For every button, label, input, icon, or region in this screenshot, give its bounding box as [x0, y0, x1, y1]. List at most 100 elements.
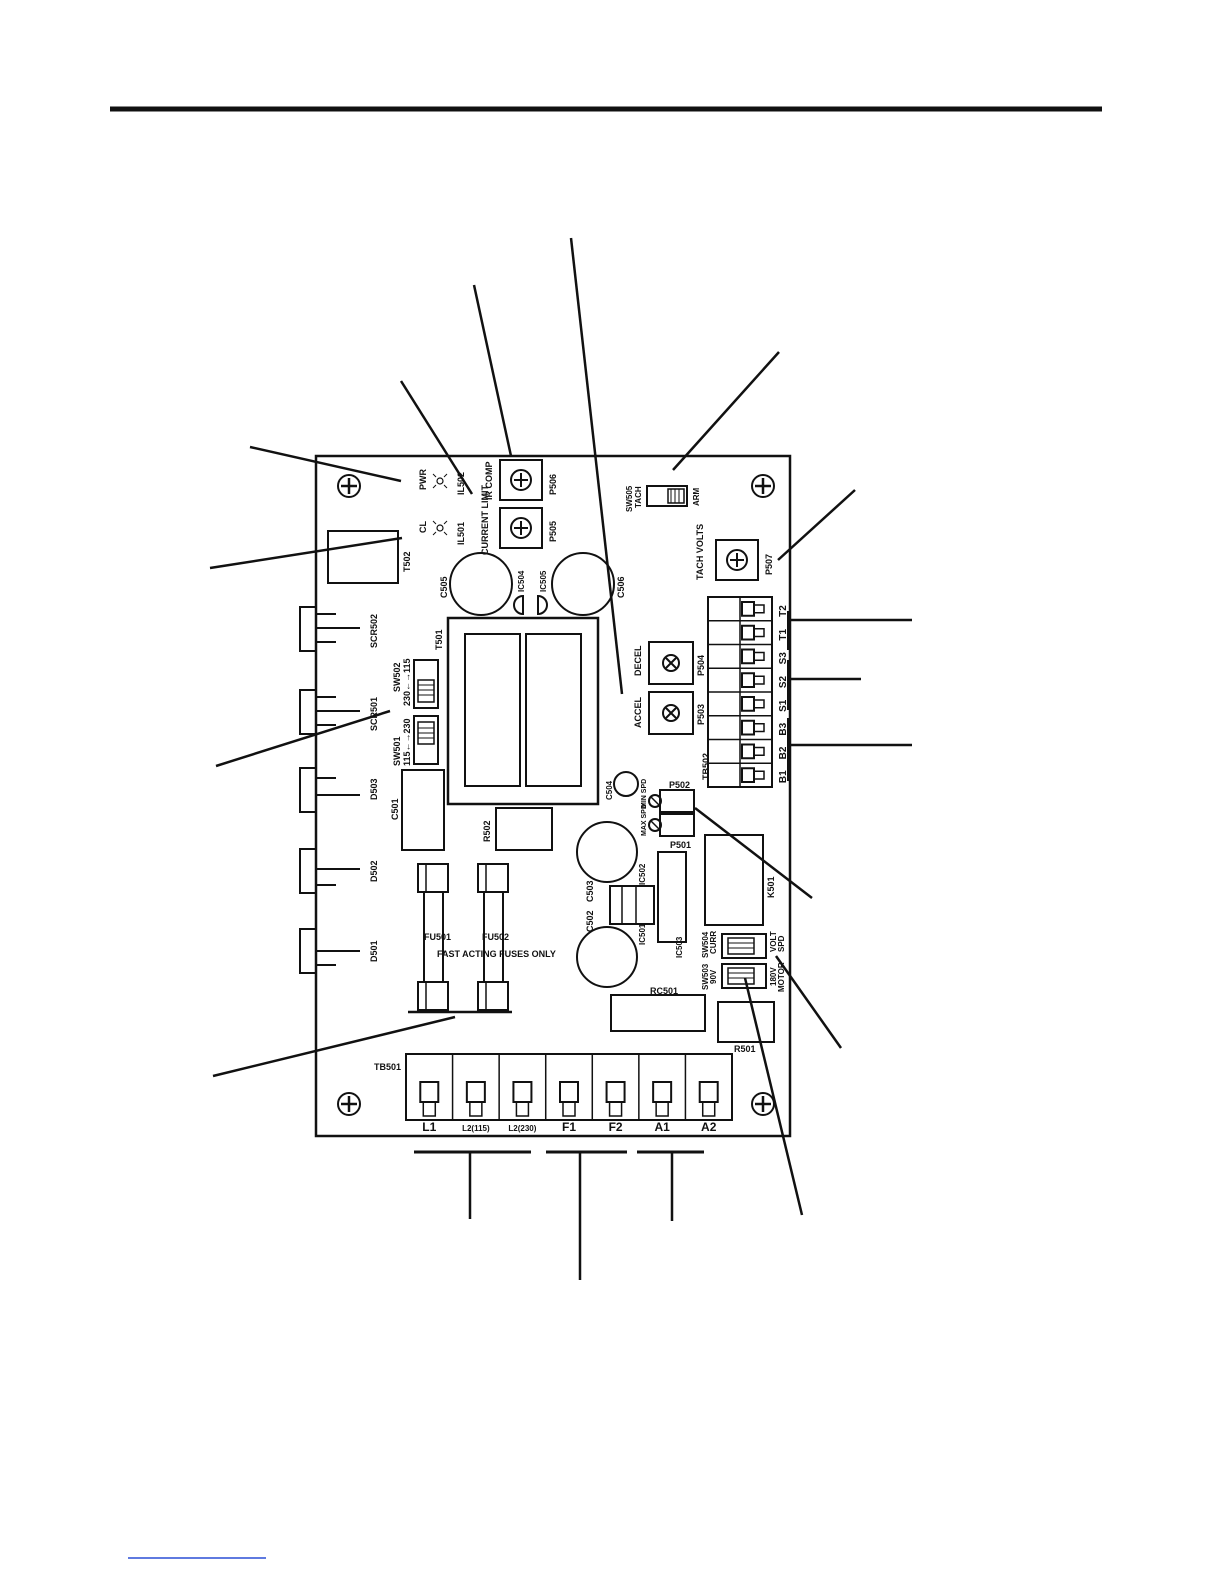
p503-label: P503 [696, 704, 706, 725]
ic502-label: IC502 [638, 863, 647, 885]
p505-adjust-icon [510, 517, 532, 539]
tb501-terminal-screw [698, 1081, 719, 1103]
tb502-terminal-screw [741, 648, 755, 665]
tach-volts-label: TACH VOLTS [695, 524, 705, 580]
scr501-label: SCR501 [369, 697, 379, 731]
pwr-led-icon [432, 473, 448, 489]
tb501-terminals [419, 1054, 719, 1120]
tb502-terminal-label: B3 [778, 722, 789, 735]
sw501-positions: 115←→230 [402, 718, 412, 766]
t502-transformer [327, 530, 399, 584]
tb502-terminal-screw [741, 601, 755, 617]
tb502-label: TB502 [701, 753, 711, 780]
tb502-terminal-label: T1 [778, 629, 789, 641]
tb501-terminal-screw [512, 1081, 533, 1103]
max-spd-label: MAX SPD [641, 804, 648, 836]
sw502-switch [413, 659, 439, 709]
arm-label: ARM [692, 487, 701, 506]
cl-label: CL [418, 521, 428, 533]
sw503-slider [727, 967, 755, 985]
p504-pot [648, 641, 694, 685]
c502-capacitor [576, 926, 638, 988]
p503-pot [648, 691, 694, 735]
tb501-terminal-label: L2(115) [462, 1124, 490, 1133]
d503-label: D503 [369, 778, 379, 800]
ic504-regulator [513, 594, 524, 616]
k501-label: K501 [766, 876, 776, 898]
tb501-terminal-screw [559, 1081, 579, 1103]
sw501-label: SW501 [392, 736, 402, 766]
tb501-terminal-label: L1 [422, 1120, 436, 1134]
t501-label: T501 [434, 629, 444, 650]
p501-adjust-icon [648, 818, 662, 832]
c506-capacitor [551, 552, 615, 616]
mounting-screw-bl [337, 1092, 361, 1116]
tb501-label: TB501 [374, 1062, 401, 1072]
min-spd-label: MIN SPD [641, 779, 648, 808]
fu502-label: FU502 [482, 932, 509, 942]
tb502-terminal-label: T2 [778, 605, 789, 617]
p506-label: P506 [548, 474, 558, 495]
ic502-chip [609, 885, 655, 925]
ic505-label: IC505 [539, 570, 548, 592]
tb501-terminal-screw [419, 1081, 440, 1103]
fu501-label: FU501 [424, 932, 451, 942]
ir-comp-label: IR COMP [484, 461, 494, 500]
sw502-positions: 230←→115 [402, 658, 412, 706]
sw505-switch [646, 485, 688, 507]
d501-diode [299, 928, 360, 974]
p504-label: P504 [696, 655, 706, 676]
c505-label: C505 [439, 576, 449, 598]
c503-label: C503 [585, 880, 595, 902]
pwr-label: PWR [418, 469, 428, 490]
p501-trimmer [659, 813, 695, 837]
r502-label: R502 [482, 820, 492, 842]
tb502-terminal-screw [741, 767, 755, 783]
tb502-terminal-screw [741, 719, 755, 736]
tb502-terminals [708, 601, 772, 783]
sw501-switch [413, 715, 439, 765]
scr502-device [299, 606, 360, 652]
mounting-screw-br [751, 1092, 775, 1116]
p505-label: P505 [548, 521, 558, 542]
tb501-terminal-screw [652, 1081, 673, 1103]
sw503-switch [721, 963, 767, 989]
c501-capacitor [401, 769, 445, 851]
p507-adjust-icon [726, 549, 748, 571]
fuse-note: FAST ACTING FUSES ONLY [437, 949, 556, 959]
p506-adjust-icon [510, 469, 532, 491]
tb502-terminal-label: B1 [778, 770, 789, 783]
fu501-fuse [417, 863, 449, 1011]
c505-capacitor [449, 552, 513, 616]
motor-label: MOTOR [777, 962, 786, 992]
r502-resistor [495, 807, 553, 851]
p507-label: P507 [764, 554, 774, 575]
leader-lines [209, 237, 912, 1280]
ic505-regulator [537, 594, 548, 616]
sw504-switch [721, 933, 767, 959]
90v-label: 90V [709, 969, 718, 984]
decel-label: DECEL [633, 645, 643, 676]
tb501-terminal-screw [465, 1081, 486, 1103]
sw504-slider [727, 937, 755, 955]
fu502-fuse [477, 863, 509, 1011]
tb502-terminal-screw [741, 624, 755, 641]
tb502-terminal-label: S3 [778, 652, 789, 665]
sw502-label: SW502 [392, 662, 402, 692]
p502-trimmer [659, 789, 695, 813]
p505-pot [499, 507, 543, 549]
tb501-terminal-label: F1 [562, 1120, 576, 1134]
rc501-label: RC501 [650, 986, 678, 996]
d502-diode [299, 848, 360, 894]
scr501-device [299, 689, 360, 735]
p506-pot [499, 459, 543, 501]
d503-diode [299, 767, 360, 813]
tb501-terminal-label: A2 [701, 1120, 717, 1134]
tb501-terminal-label: L2(230) [508, 1124, 536, 1133]
sw505-slider [667, 488, 685, 504]
scr502-label: SCR502 [369, 614, 379, 648]
tb501-terminal-label: F2 [609, 1120, 623, 1134]
c501-label: C501 [390, 798, 400, 820]
r501-resistor [717, 1001, 775, 1043]
